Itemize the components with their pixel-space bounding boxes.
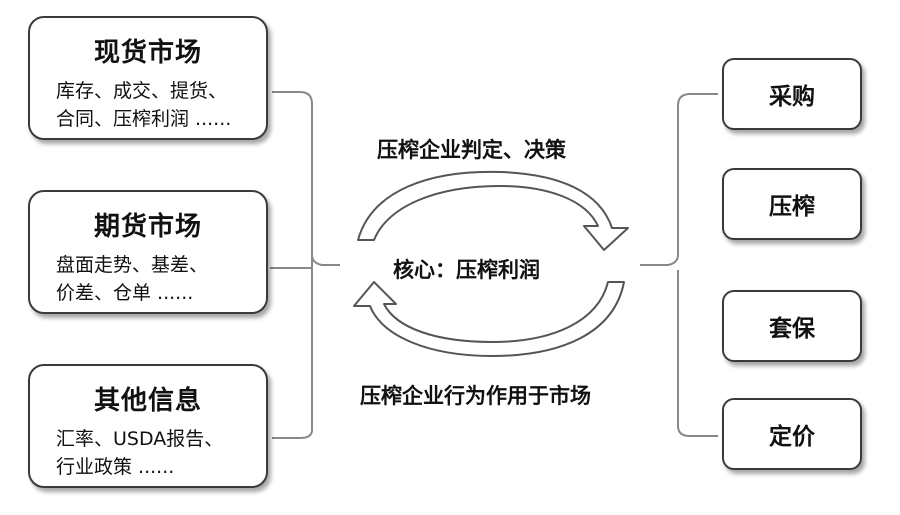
spot-market-line-2: 合同、压榨利润 ......: [56, 108, 232, 130]
bottom-cycle-arrow: [353, 281, 625, 357]
spot-market-title: 现货市场: [93, 38, 202, 68]
spot-market-line-1: 库存、成交、提货、: [56, 80, 228, 102]
procurement-box: 采购: [722, 58, 862, 130]
top-cycle-arrow: [357, 170, 629, 251]
core-label: 核心：压榨利润: [393, 258, 540, 282]
other-info-line-1: 汇率、USDA报告、: [56, 428, 224, 450]
other-info-box: 其他信息 汇率、USDA报告、 行业政策 ......: [28, 364, 268, 488]
hedging-box: 套保: [722, 290, 862, 362]
futures-market-line-1: 盘面走势、基差、: [56, 254, 209, 276]
futures-market-box: 期货市场 盘面走势、基差、 价差、仓单 ......: [28, 190, 268, 314]
right-bracket: [640, 93, 718, 437]
futures-market-line-2: 价差、仓单 ......: [56, 282, 194, 304]
other-info-title: 其他信息: [93, 386, 202, 416]
other-info-line-2: 行业政策 ......: [56, 456, 175, 478]
market-action-label: 压榨企业行为作用于市场: [360, 384, 591, 408]
crushing-box: 压榨: [722, 168, 862, 240]
futures-market-title: 期货市场: [93, 212, 202, 242]
decision-label: 压榨企业判定、决策: [377, 138, 566, 162]
pricing-box: 定价: [722, 398, 862, 470]
spot-market-box: 现货市场 库存、成交、提货、 合同、压榨利润 ......: [28, 16, 268, 140]
left-bracket: [270, 91, 340, 439]
